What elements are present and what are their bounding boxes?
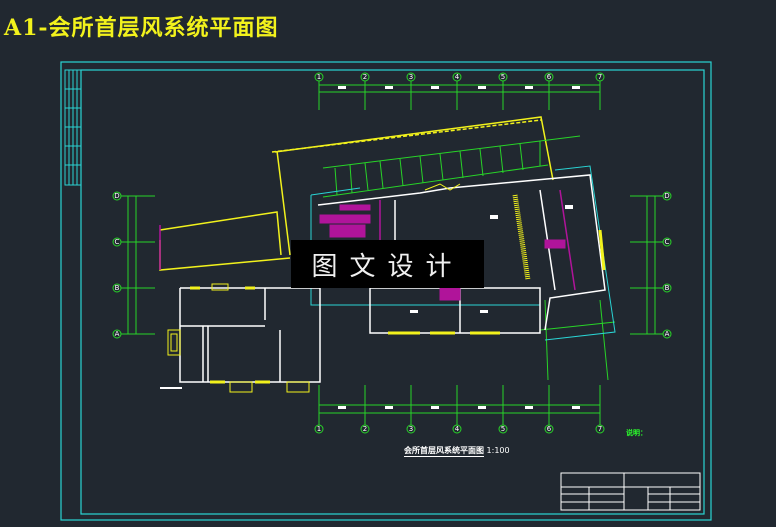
axis-label: B — [115, 284, 120, 292]
inner-frame — [80, 69, 705, 515]
axis-label: A — [115, 330, 120, 338]
terrace-outline — [159, 116, 554, 271]
axis-bubble-left: B — [112, 283, 122, 293]
axis-label: 6 — [547, 425, 552, 433]
axis-bubble-bottom: 3 — [406, 424, 416, 434]
axis-bubble-bottom: 4 — [452, 424, 462, 434]
axis-label: A — [665, 330, 670, 338]
axis-label: 6 — [547, 73, 552, 81]
dimension-labels — [338, 86, 580, 409]
axis-bubble-top: 6 — [544, 72, 554, 82]
axis-label: D — [114, 192, 119, 200]
drawing-caption: 会所首层风系统平面图 1:100 — [404, 445, 510, 457]
caption-title: 会所首层风系统平面图 — [404, 446, 484, 457]
axis-bubble-right: D — [662, 191, 672, 201]
axis-label: C — [665, 238, 670, 246]
axis-label: 5 — [501, 73, 505, 81]
axis-label: 2 — [363, 425, 367, 433]
title-block — [560, 472, 701, 511]
axis-label: 4 — [455, 73, 460, 81]
axis-bubble-top: 4 — [452, 72, 462, 82]
design-note: 说明： — [626, 429, 647, 437]
axis-bubble-right: C — [662, 237, 672, 247]
axis-bubble-left: A — [112, 329, 122, 339]
axis-label: 3 — [409, 425, 413, 433]
axis-label: 2 — [363, 73, 367, 81]
axis-label: 7 — [598, 425, 602, 433]
axis-bubble-right: B — [662, 283, 672, 293]
axis-label: 5 — [501, 425, 505, 433]
axis-bubble-right: A — [662, 329, 672, 339]
axis-label: 1 — [317, 425, 321, 433]
window-marks — [190, 229, 606, 384]
axis-bubble-left: C — [112, 237, 122, 247]
axis-label: C — [115, 238, 120, 246]
axis-bubble-bottom: 5 — [498, 424, 508, 434]
axis-label: D — [664, 192, 669, 200]
axis-label: 4 — [455, 425, 460, 433]
bay-windows — [167, 183, 531, 393]
axis-bubble-bottom: 7 — [595, 424, 605, 434]
axis-bubble-bottom: 6 — [544, 424, 554, 434]
axis-bubble-top: 2 — [360, 72, 370, 82]
axis-bubble-left: D — [112, 191, 122, 201]
outer-frame — [60, 61, 712, 521]
axis-bubble-top: 3 — [406, 72, 416, 82]
axis-label: 1 — [317, 73, 321, 81]
binding-strip — [64, 69, 82, 186]
axis-bubble-bottom: 1 — [314, 424, 324, 434]
drawing-title: A1-会所首层风系统平面图 — [4, 15, 279, 41]
axis-bubble-top: 1 — [314, 72, 324, 82]
axis-bubble-bottom: 2 — [360, 424, 370, 434]
axis-bubble-top: 5 — [498, 72, 508, 82]
axis-label: 7 — [598, 73, 602, 81]
axis-grid — [121, 81, 663, 425]
axis-label: 3 — [409, 73, 413, 81]
caption-scale: 1:100 — [486, 446, 510, 455]
axis-bubble-top: 7 — [595, 72, 605, 82]
axis-label: B — [665, 284, 670, 292]
watermark: 图文设计 — [291, 240, 484, 288]
